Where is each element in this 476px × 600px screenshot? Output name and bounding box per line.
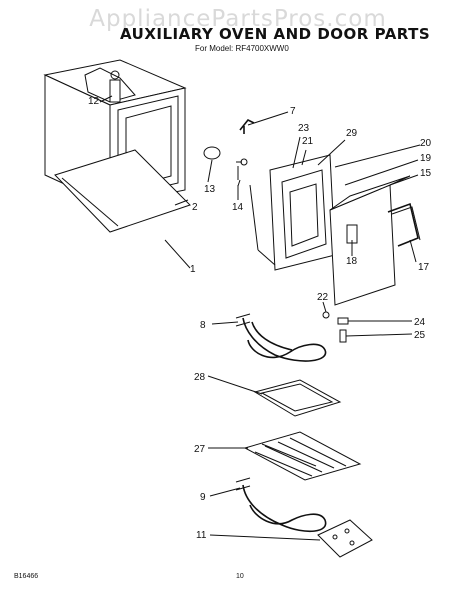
- callout-12: 12: [88, 96, 100, 107]
- broil-pan-drawing: [253, 379, 342, 417]
- callout-25: 25: [414, 330, 426, 341]
- heating-element-bottom-drawing: [235, 477, 327, 533]
- diagram-title: AUXILIARY OVEN AND DOOR PARTS: [120, 25, 431, 43]
- callout-29: 29: [346, 128, 358, 139]
- callout-21: 21: [302, 136, 314, 147]
- callout-22: 22: [317, 292, 329, 303]
- callout-8: 8: [200, 320, 206, 331]
- callout-27: 27: [194, 444, 206, 455]
- callout-17: 17: [418, 262, 430, 273]
- heating-element-top-drawing: [235, 313, 327, 362]
- oven-rack-drawing: [243, 431, 362, 481]
- door-panel-drawing: [329, 175, 421, 306]
- callout-14: 14: [232, 202, 244, 213]
- callout-23: 23: [298, 123, 310, 134]
- callout-7: 7: [290, 106, 296, 117]
- callout-20: 20: [420, 138, 432, 149]
- plate-drawing: [203, 146, 221, 160]
- callout-24: 24: [414, 317, 426, 328]
- diagram-code: B16466: [14, 573, 39, 580]
- watermark: AppliancePartsPros.com: [89, 6, 387, 32]
- callout-9: 9: [200, 492, 206, 503]
- bracket-drawing: [239, 118, 255, 134]
- oven-cavity-drawing: [43, 59, 191, 233]
- bottom-plate-drawing: [317, 519, 373, 558]
- callout-28: 28: [194, 372, 206, 383]
- callout-19: 19: [420, 153, 432, 164]
- page-number: 10: [236, 573, 244, 580]
- callout-leader-lines: [99, 95, 421, 541]
- callout-13: 13: [204, 184, 216, 195]
- door-frame-drawing: [249, 154, 336, 271]
- callout-1: 1: [190, 264, 196, 275]
- callout-11: 11: [196, 530, 207, 541]
- model-number: For Model: RF4700XWW0: [195, 44, 289, 53]
- callout-18: 18: [346, 256, 358, 267]
- callout-2: 2: [192, 202, 198, 213]
- callout-15: 15: [420, 168, 432, 179]
